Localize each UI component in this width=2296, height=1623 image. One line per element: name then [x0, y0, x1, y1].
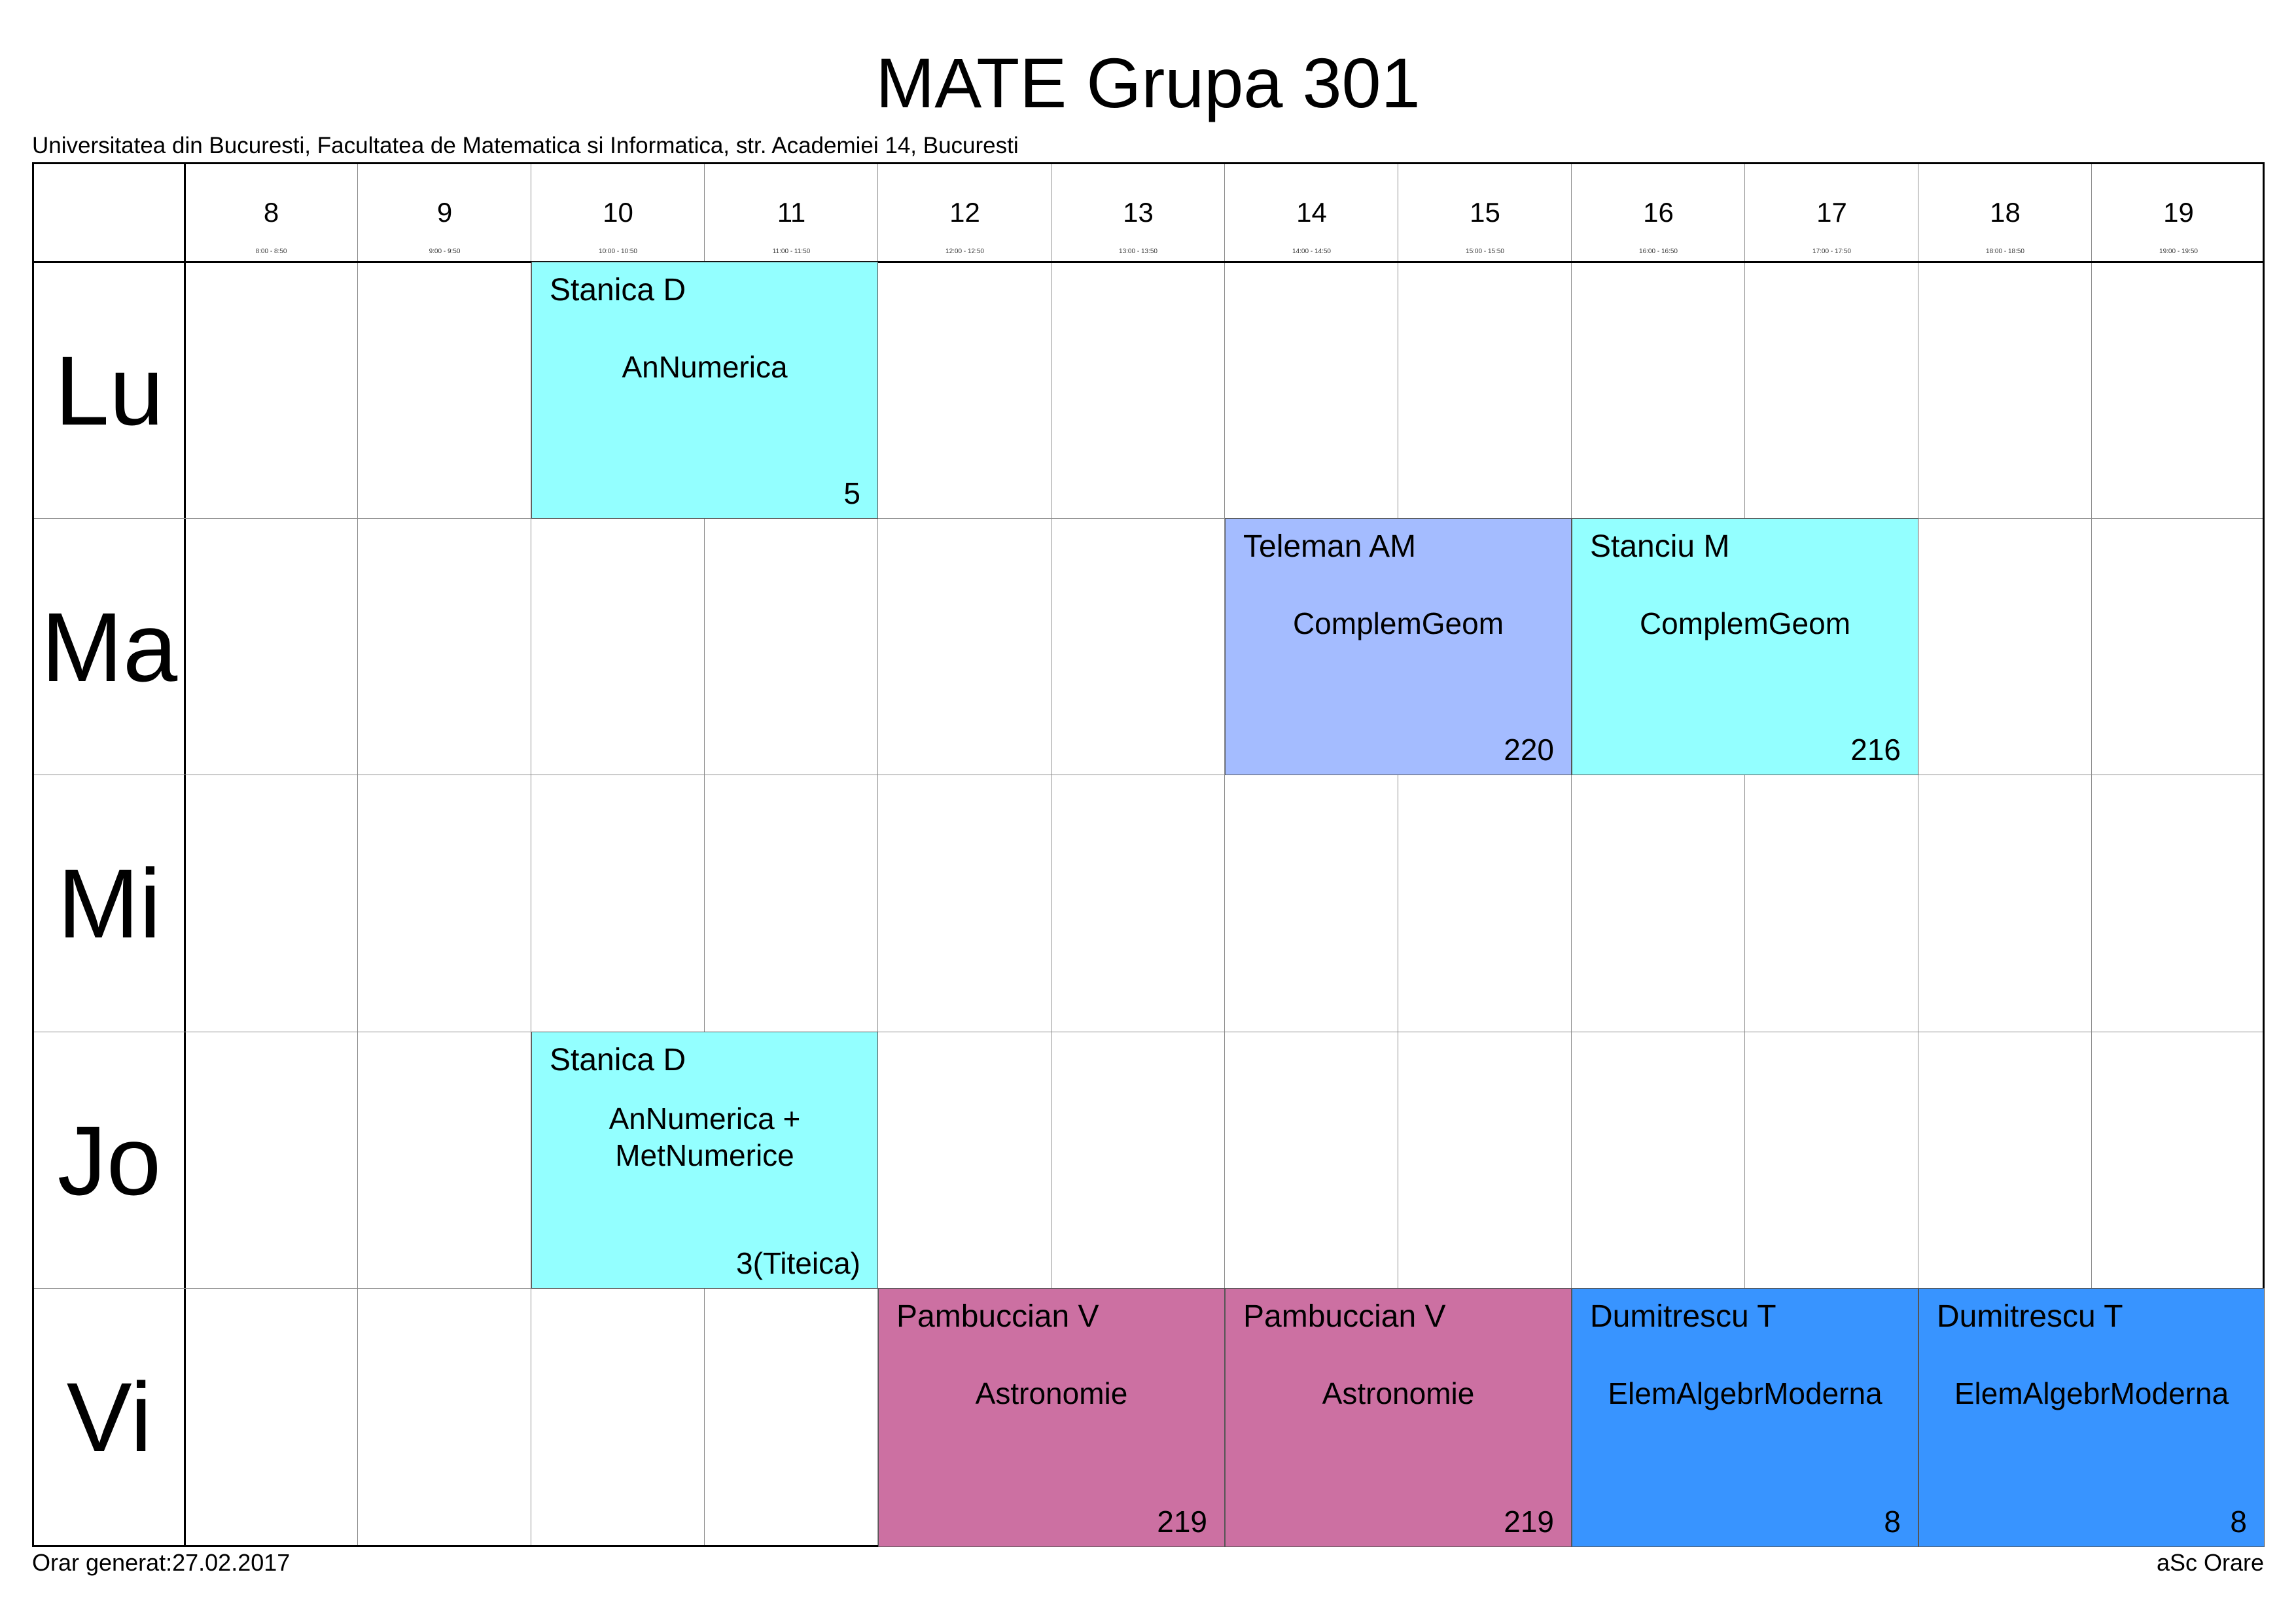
lesson-room: 216 [1850, 733, 1901, 767]
lesson-block[interactable]: Stanciu M ComplemGeom 216 [1572, 518, 1918, 775]
lesson-block[interactable]: Stanica D AnNumerica 5 [531, 262, 878, 519]
lesson-subject: AnNumerica [622, 350, 788, 384]
lesson-subject: ElemAlgebrModerna [1954, 1376, 2229, 1410]
lesson-teacher: Dumitrescu T [1937, 1299, 2123, 1334]
period-header: 17 17:00 - 17:50 [1745, 164, 1918, 262]
lesson-subject: ElemAlgebrModerna [1608, 1376, 1882, 1410]
lesson-teacher: Pambuccian V [1243, 1299, 1446, 1334]
day-label-mi: Mi [57, 848, 162, 958]
period-time: 16:00 - 16:50 [1639, 248, 1678, 255]
grid-vline [877, 164, 878, 1545]
period-time: 19:00 - 19:50 [2159, 248, 2198, 255]
lesson-room: 219 [1157, 1505, 1207, 1539]
lesson-block[interactable]: Teleman AM ComplemGeom 220 [1225, 518, 1572, 775]
period-number: 11 [777, 197, 806, 228]
grid-vline [1224, 164, 1225, 1545]
lesson-block[interactable]: Stanica D AnNumerica + MetNumerice 3(Tit… [531, 1032, 878, 1289]
period-number: 17 [1816, 197, 1847, 228]
period-time: 17:00 - 17:50 [1812, 248, 1851, 255]
lesson-teacher: Dumitrescu T [1590, 1299, 1776, 1334]
period-header: 9 9:00 - 9:50 [358, 164, 531, 262]
period-header: 12 12:00 - 12:50 [878, 164, 1051, 262]
lesson-teacher: Stanciu M [1590, 529, 1730, 564]
period-header: 11 11:00 - 11:50 [705, 164, 878, 262]
period-number: 12 [949, 197, 980, 228]
timetable-grid: 8 8:00 - 8:50 9 9:00 - 9:50 10 10:00 - 1… [32, 162, 2265, 1547]
period-number: 10 [603, 197, 633, 228]
lesson-room: 3(Titeica) [736, 1246, 860, 1280]
period-time: 13:00 - 13:50 [1119, 248, 1157, 255]
lesson-teacher: Teleman AM [1243, 529, 1417, 564]
lesson-block[interactable]: Dumitrescu T ElemAlgebrModerna 8 [1572, 1288, 1918, 1547]
lesson-teacher: Pambuccian V [896, 1299, 1099, 1334]
period-number: 16 [1643, 197, 1674, 228]
period-time: 15:00 - 15:50 [1466, 248, 1504, 255]
period-header: 16 16:00 - 16:50 [1572, 164, 1745, 262]
day-label-jo: Jo [57, 1106, 162, 1215]
lesson-subject: AnNumerica + MetNumerice [609, 1102, 801, 1172]
lesson-room: 5 [843, 476, 860, 510]
grid-vline [1744, 164, 1745, 1545]
period-number: 8 [263, 197, 279, 228]
period-time: 10:00 - 10:50 [599, 248, 637, 255]
grid-vline [184, 164, 186, 1545]
lesson-room: 8 [1884, 1505, 1901, 1539]
period-number: 15 [1470, 197, 1500, 228]
day-label-ma: Ma [41, 592, 178, 702]
period-header: 14 14:00 - 14:50 [1225, 164, 1398, 262]
generated-date: Orar generat:27.02.2017 [32, 1549, 291, 1576]
grid-vline [1571, 164, 1572, 1545]
period-number: 13 [1123, 197, 1154, 228]
period-header: 8 8:00 - 8:50 [185, 164, 358, 262]
grid-hline [34, 518, 2263, 519]
institution-subtitle: Universitatea din Bucuresti, Facultatea … [32, 133, 1019, 158]
period-number: 14 [1296, 197, 1327, 228]
grid-vline [357, 164, 358, 1545]
period-number: 19 [2163, 197, 2194, 228]
lesson-block[interactable]: Pambuccian V Astronomie 219 [878, 1288, 1225, 1547]
period-number: 18 [1990, 197, 2021, 228]
day-label-vi: Vi [66, 1362, 152, 1472]
grid-vline [704, 164, 705, 1545]
day-label-lu: Lu [54, 336, 164, 445]
period-time: 12:00 - 12:50 [945, 248, 984, 255]
page-title: MATE Grupa 301 [875, 43, 1421, 122]
lesson-subject: ComplemGeom [1639, 606, 1851, 640]
period-header: 15 15:00 - 15:50 [1398, 164, 1572, 262]
grid-hline [34, 261, 2263, 263]
lesson-teacher: Stanica D [550, 1043, 686, 1077]
grid-vline [2091, 164, 2092, 1545]
lesson-room: 220 [1504, 733, 1554, 767]
period-number: 9 [436, 197, 453, 228]
lesson-block[interactable]: Pambuccian V Astronomie 219 [1225, 1288, 1572, 1547]
period-time: 8:00 - 8:50 [255, 248, 287, 255]
period-time: 9:00 - 9:50 [429, 248, 461, 255]
software-credit: aSc Orare [2156, 1549, 2264, 1576]
period-time: 14:00 - 14:50 [1292, 248, 1331, 255]
period-time: 18:00 - 18:50 [1986, 248, 2024, 255]
lesson-block[interactable]: Dumitrescu T ElemAlgebrModerna 8 [1918, 1288, 2265, 1547]
lesson-room: 219 [1504, 1505, 1554, 1539]
lesson-room: 8 [2230, 1505, 2247, 1539]
period-header: 19 19:00 - 19:50 [2092, 164, 2265, 262]
lesson-subject: ComplemGeom [1292, 606, 1504, 640]
lesson-subject: Astronomie [975, 1376, 1128, 1410]
lesson-teacher: Stanica D [550, 273, 686, 307]
period-time: 11:00 - 11:50 [772, 248, 811, 255]
lesson-subject: Astronomie [1322, 1376, 1475, 1410]
period-header: 18 18:00 - 18:50 [1918, 164, 2092, 262]
period-header: 13 13:00 - 13:50 [1051, 164, 1225, 262]
period-header: 10 10:00 - 10:50 [531, 164, 705, 262]
